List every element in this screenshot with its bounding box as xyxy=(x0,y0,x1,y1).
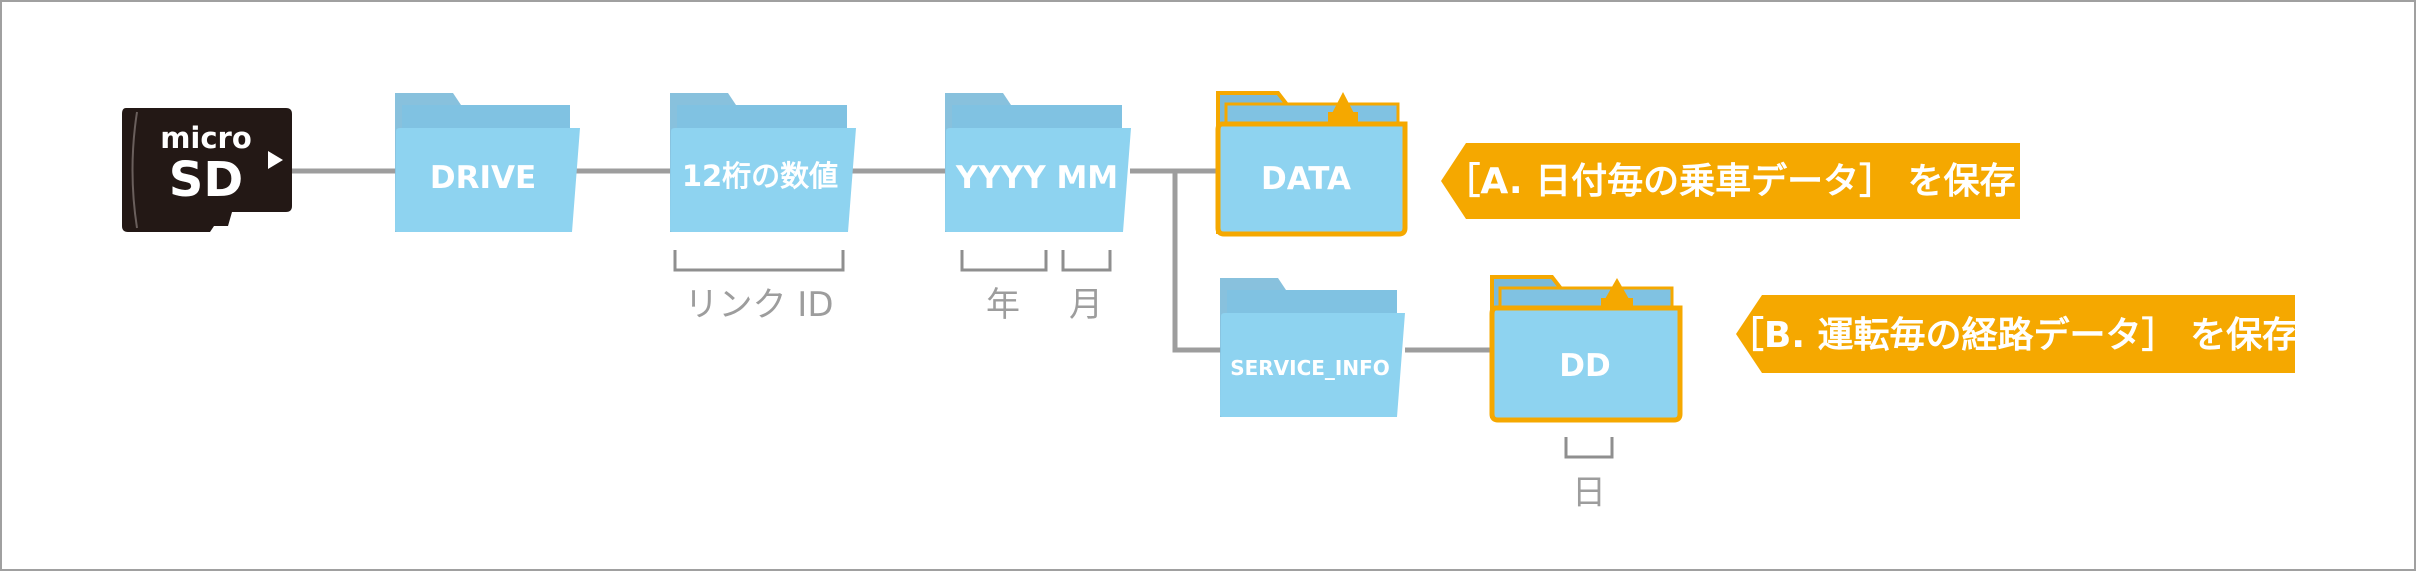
bracket-month xyxy=(1061,250,1112,272)
folder-label-yyyymm: YYYY MM xyxy=(955,160,1118,196)
label-link-id: リンク ID xyxy=(684,285,833,325)
bracket-link-id xyxy=(673,250,845,272)
folder-service-info[interactable]: SERVICE_INFO xyxy=(1220,278,1405,417)
folder-label-drive: DRIVE xyxy=(430,160,536,196)
label-month: 月 xyxy=(1069,285,1103,325)
folder-data[interactable]: DATA xyxy=(1215,91,1408,237)
bracket-day xyxy=(1564,437,1614,459)
callout-b: ［B. 運転毎の経路データ］ を保存 xyxy=(1728,295,2298,373)
brackets xyxy=(673,250,1614,459)
microsd-card-icon: micro SD xyxy=(122,108,292,232)
label-day: 日 xyxy=(1572,473,1606,513)
folder-label-link: 12桁の数値 xyxy=(682,159,838,193)
callout-b-text: ［B. 運転毎の経路データ］ を保存 xyxy=(1728,314,2298,356)
folder-yyyymm[interactable]: YYYY MM xyxy=(945,93,1131,232)
sd-label-sd: SD xyxy=(169,152,243,208)
callout-a: ［A. 日付毎の乗車データ］ を保存 xyxy=(1441,143,2020,219)
folder-label-data: DATA xyxy=(1261,161,1351,197)
folder-dd[interactable]: DD xyxy=(1489,275,1683,423)
folder-link-id[interactable]: 12桁の数値 xyxy=(670,93,856,232)
sd-label-micro: micro xyxy=(160,121,252,155)
folder-label-dd: DD xyxy=(1559,348,1610,384)
label-year: 年 xyxy=(986,285,1020,325)
play-triangle-icon xyxy=(268,151,283,169)
folder-label-service: SERVICE_INFO xyxy=(1230,356,1390,380)
bracket-year xyxy=(960,250,1048,272)
connector-branch-service xyxy=(1172,171,1222,353)
callout-a-text: ［A. 日付毎の乗車データ］ を保存 xyxy=(1444,160,2015,202)
folder-drive[interactable]: DRIVE xyxy=(395,93,580,232)
connector-lines xyxy=(292,168,1492,353)
